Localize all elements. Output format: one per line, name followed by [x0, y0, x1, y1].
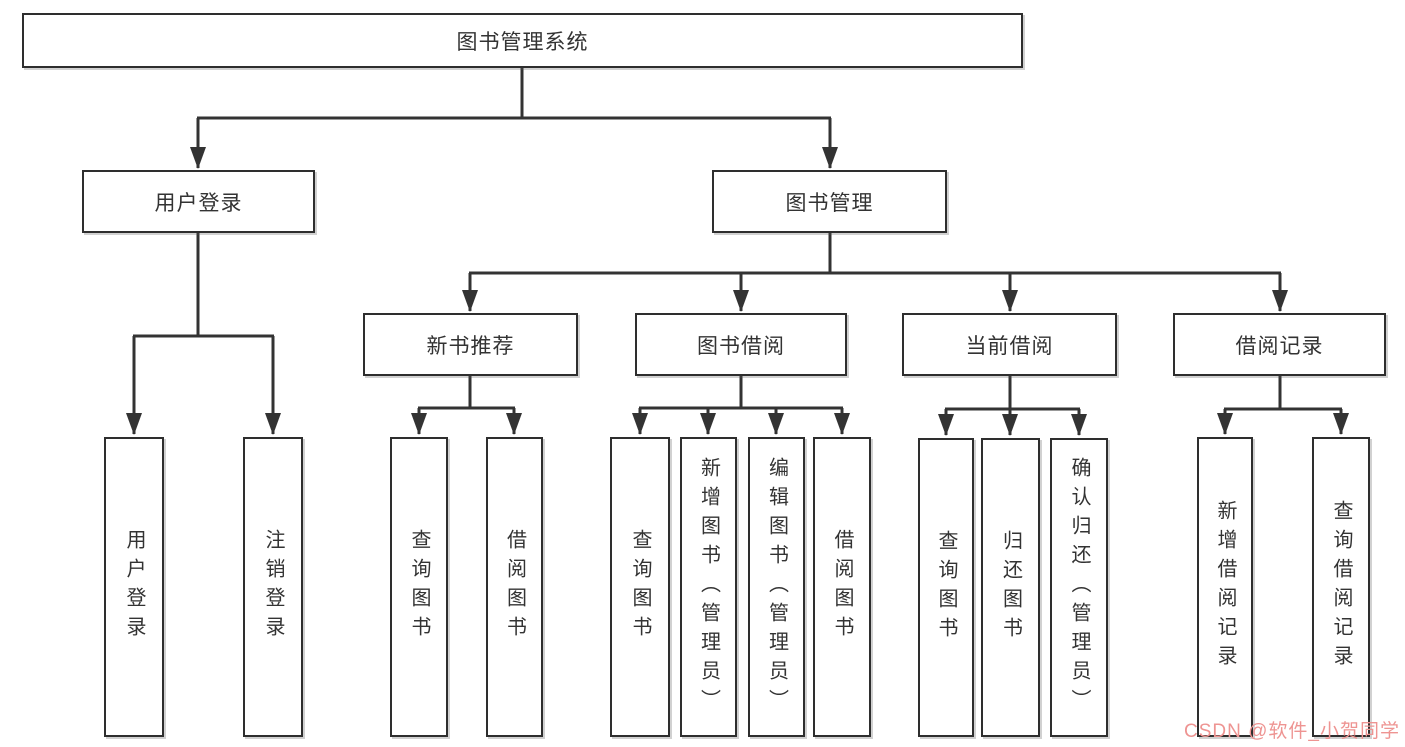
edge-user-login-children — [126, 233, 281, 435]
leaf-borrow-books-recommend: 借阅图书 — [486, 437, 543, 737]
node-label: 当前借阅 — [965, 334, 1054, 358]
edge-root-to-level2 — [190, 68, 838, 169]
node-new-book-recommend: 新书推荐 — [363, 313, 578, 376]
leaf-return-books: 归还图书 — [981, 438, 1040, 737]
node-borrowing-records: 借阅记录 — [1173, 313, 1386, 376]
leaf-user-login: 用户登录 — [104, 437, 164, 737]
node-label: 归还图书 — [999, 529, 1022, 646]
node-label: 新增图书（管理员） — [697, 456, 720, 718]
node-label: 借阅记录 — [1235, 334, 1324, 358]
leaf-query-books-current: 查询图书 — [918, 438, 974, 737]
edge-book-mgmt-to-level3 — [462, 233, 1288, 312]
node-label: 图书管理系统 — [456, 30, 589, 54]
edge-book-borrow-children — [632, 376, 850, 435]
node-label: 查询图书 — [629, 529, 651, 645]
node-label: 用户登录 — [154, 191, 243, 215]
node-label: 确认归还（管理员） — [1068, 457, 1090, 718]
node-label: 借阅图书 — [503, 529, 526, 645]
edge-new-book-children — [411, 376, 522, 435]
node-current-borrowing: 当前借阅 — [902, 313, 1117, 376]
leaf-add-borrow-record: 新增借阅记录 — [1197, 437, 1253, 737]
node-label: 查询图书 — [935, 529, 957, 646]
node-library-management-system: 图书管理系统 — [22, 13, 1023, 68]
leaf-query-books-recommend: 查询图书 — [390, 437, 448, 737]
leaf-edit-books-admin: 编辑图书（管理员） — [748, 437, 805, 737]
edge-borrow-records-children — [1217, 376, 1349, 435]
node-label: 查询图书 — [408, 529, 430, 645]
node-label: 编辑图书（管理员） — [765, 456, 788, 718]
leaf-confirm-return-admin: 确认归还（管理员） — [1050, 438, 1108, 737]
node-user-login: 用户登录 — [82, 170, 315, 233]
leaf-query-books-borrow: 查询图书 — [610, 437, 670, 737]
node-label: 图书管理 — [785, 191, 874, 215]
csdn-watermark: CSDN @软件_小贺同学 — [1184, 721, 1400, 742]
node-label: 新增借阅记录 — [1214, 500, 1236, 674]
node-label: 借阅图书 — [831, 529, 853, 645]
node-book-borrowing: 图书借阅 — [635, 313, 847, 376]
node-label: 用户登录 — [123, 529, 145, 645]
node-label: 新书推荐 — [426, 334, 515, 358]
leaf-query-borrow-record: 查询借阅记录 — [1312, 437, 1370, 737]
node-label: 图书借阅 — [697, 334, 785, 358]
edge-current-borrow-children — [938, 376, 1087, 436]
leaf-logout: 注销登录 — [243, 437, 303, 737]
node-label: 查询借阅记录 — [1330, 500, 1352, 674]
leaf-borrow-books: 借阅图书 — [813, 437, 871, 737]
leaf-add-books-admin: 新增图书（管理员） — [680, 437, 737, 737]
node-book-management: 图书管理 — [712, 170, 947, 233]
node-label: 注销登录 — [262, 529, 284, 645]
